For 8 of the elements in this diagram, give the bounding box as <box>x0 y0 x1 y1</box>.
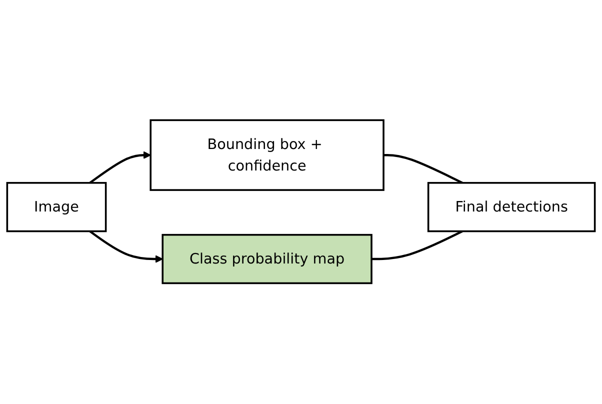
node-box: Class probability map <box>162 234 372 284</box>
connector <box>384 154 463 184</box>
node-box: Final detections <box>427 182 596 232</box>
arrow <box>89 230 163 264</box>
connector <box>372 230 463 260</box>
node-box: Bounding box + confidence <box>150 120 384 192</box>
node-box: Image <box>6 182 107 232</box>
arrow <box>89 151 151 184</box>
